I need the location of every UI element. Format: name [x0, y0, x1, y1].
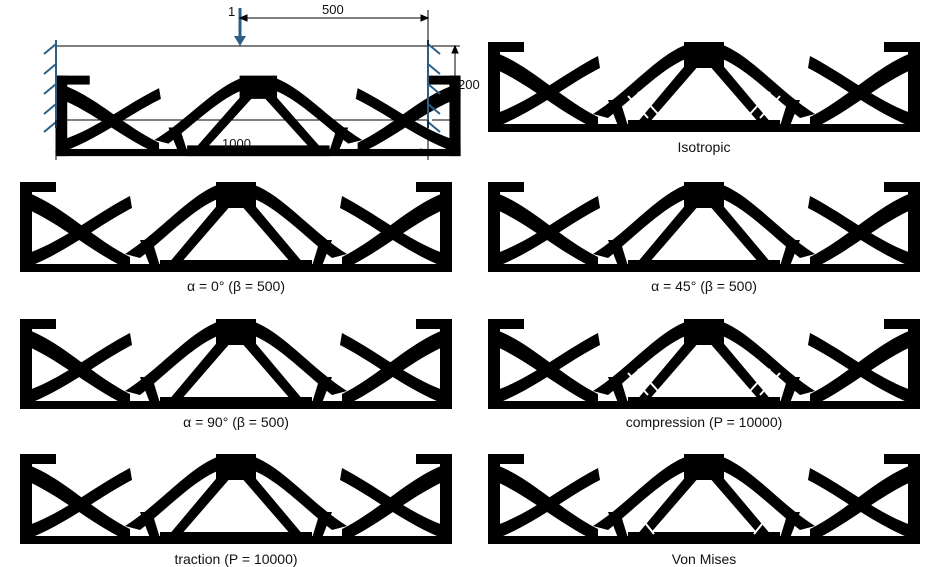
- caption-alpha0: α = 0° (β = 500): [186, 278, 285, 294]
- right-wall-support: [427, 40, 441, 133]
- panel-traction: [20, 454, 452, 544]
- caption-traction: traction (P = 10000): [174, 551, 298, 567]
- left-wall-support: [43, 40, 57, 133]
- load-label: 1: [228, 4, 236, 19]
- dim-load-position-label: 500: [322, 2, 344, 17]
- dimension-500: [238, 10, 430, 46]
- schematic-topology: [56, 76, 461, 156]
- panel-compression: [488, 319, 920, 409]
- caption-compression: compression (P = 10000): [625, 414, 783, 430]
- caption-vonmises: Von Mises: [671, 551, 737, 567]
- dim-length-label: 1000: [222, 136, 251, 151]
- problem-schematic: [43, 8, 470, 160]
- panel-alpha90: [20, 319, 452, 409]
- panel-alpha45: [488, 182, 920, 272]
- caption-alpha45: α = 45° (β = 500): [651, 278, 757, 294]
- panel-isotropic: [488, 42, 920, 132]
- panel-alpha0: [20, 182, 452, 272]
- panel-vonmises: [488, 454, 920, 544]
- dim-height-label: 200: [458, 77, 480, 92]
- load-arrow: [234, 8, 246, 46]
- dimension-1000: [54, 120, 430, 160]
- dimension-200: [432, 44, 460, 122]
- caption-isotropic: Isotropic: [677, 139, 731, 155]
- caption-alpha90: α = 90° (β = 500): [183, 414, 289, 430]
